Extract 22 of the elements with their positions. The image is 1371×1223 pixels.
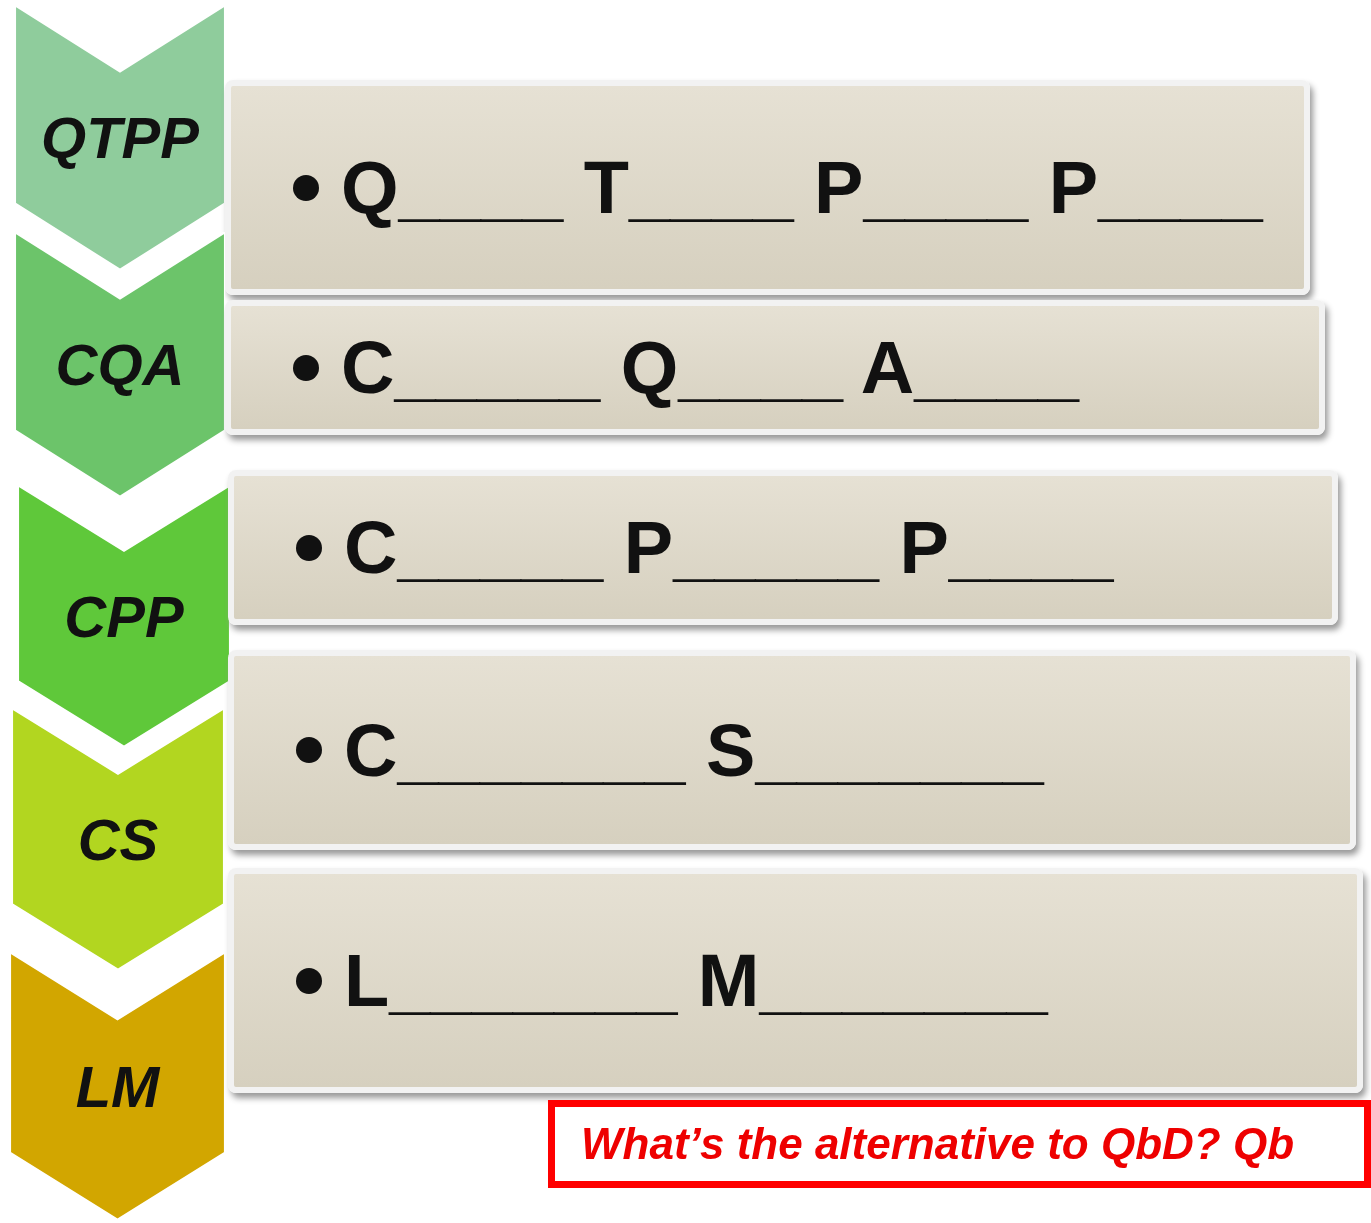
list-bar: [228, 470, 1338, 625]
chevron-shape: [18, 485, 230, 747]
list-bar: [228, 650, 1356, 850]
acronym-blanks: Q____ T____ P____ P____: [341, 145, 1263, 230]
acronym-blanks: C_______ S_______: [344, 707, 1044, 793]
chevron-label: QTPP: [41, 104, 199, 171]
list-bar: [225, 80, 1310, 295]
chevron-label: LM: [75, 1052, 160, 1120]
chevron-label: CPP: [64, 582, 184, 650]
chevron-shape: [15, 5, 225, 270]
acronym-blanks: L_______ M_______: [344, 938, 1048, 1023]
question-box: [548, 1100, 1371, 1188]
chevron-label: CS: [77, 805, 159, 873]
list-bar: [228, 868, 1363, 1093]
chevron-shape: [12, 708, 224, 970]
list-bar: [225, 300, 1325, 435]
chevron-shape: [15, 232, 225, 497]
chevron-shape: [10, 952, 225, 1220]
chevron-label: CQA: [55, 331, 185, 398]
question-text: What’s the alternative to QbD? Qb: [581, 1119, 1295, 1169]
acronym-blanks: C_____ Q____ A____: [341, 325, 1079, 410]
acronym-blanks: C_____ P_____ P____: [344, 505, 1114, 590]
